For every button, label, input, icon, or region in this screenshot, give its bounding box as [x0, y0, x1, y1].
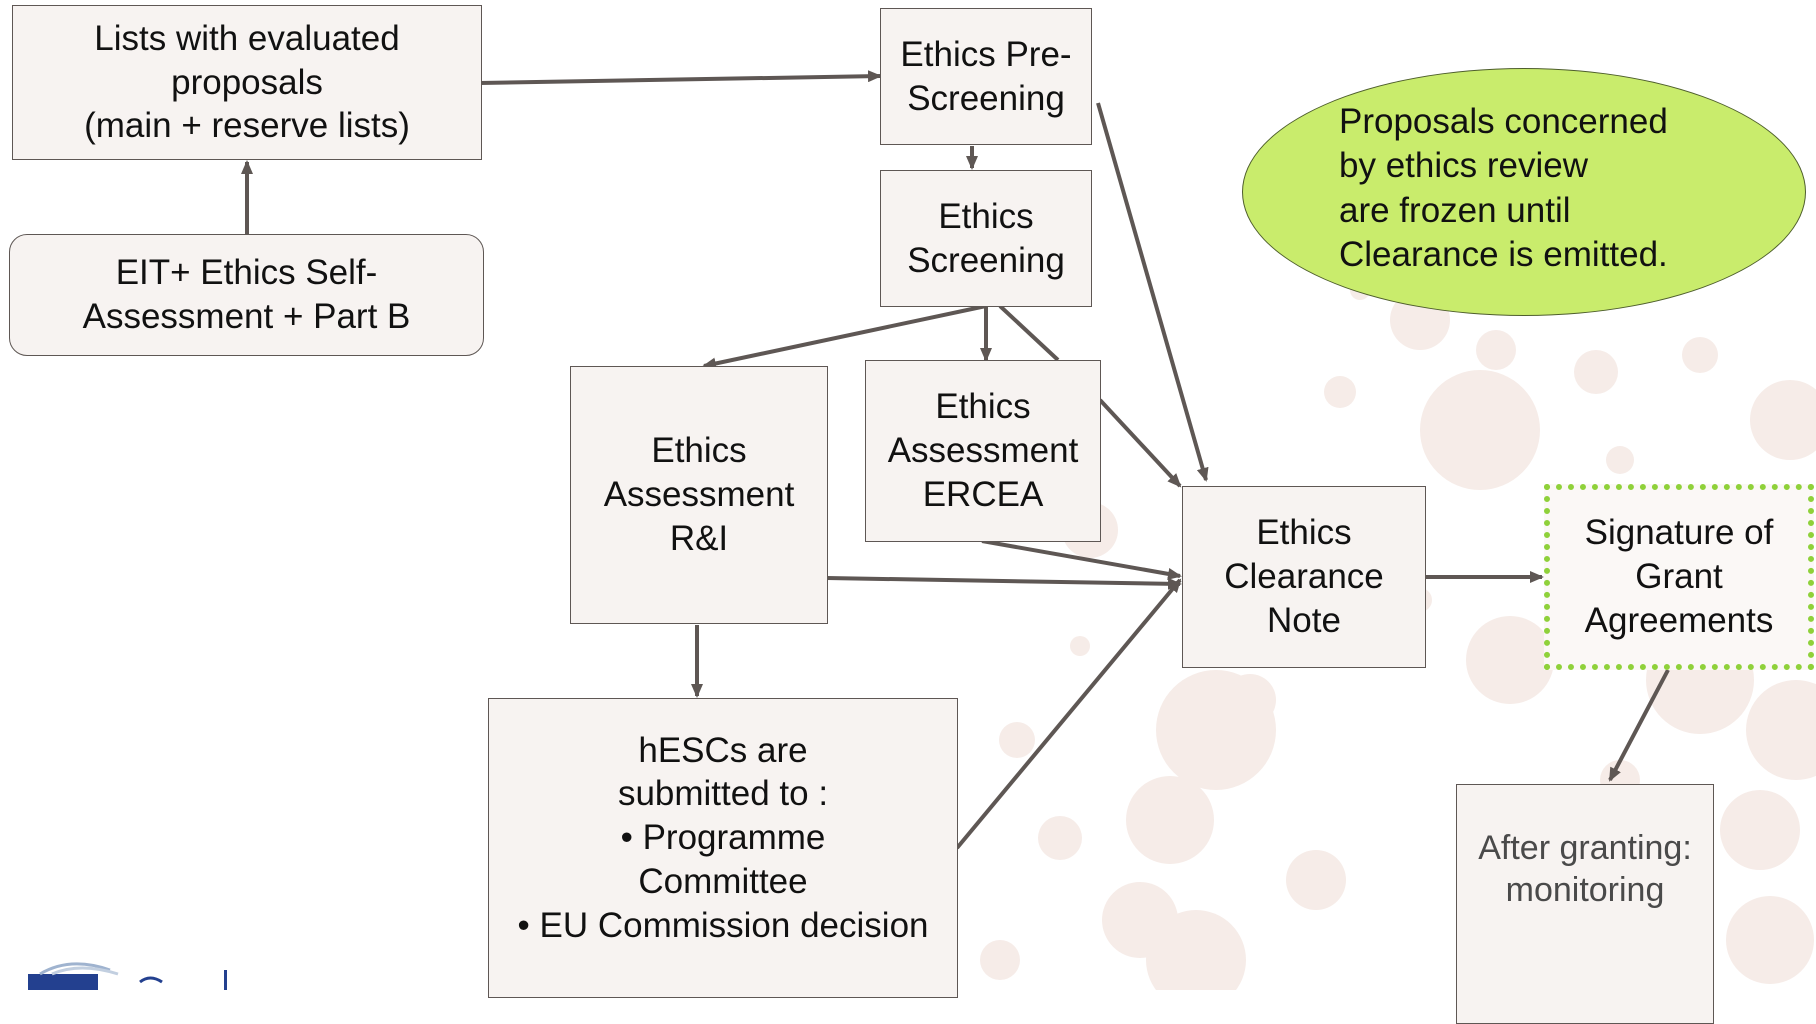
callout-frozen-proposals: Proposals concerned by ethics review are…	[1339, 102, 1668, 275]
hescs-title: hESCs are submitted to :	[617, 730, 829, 814]
node-after-granting-monitoring: After granting: monitoring	[1456, 784, 1714, 1024]
node-signature-grant-agreements: Signature of Grant Agreements	[1544, 484, 1814, 670]
callout-oval	[1242, 68, 1806, 316]
node-ethics-clearance-note: Ethics Clearance Note	[1182, 486, 1426, 668]
hescs-item-commission-decision: • EU Commission decision	[517, 905, 929, 945]
node-ethics-assessment-ercea: Ethics Assessment ERCEA	[865, 360, 1101, 542]
node-ethics-screening: Ethics Screening	[880, 170, 1092, 307]
european-commission-logo	[28, 962, 227, 990]
node-ethics-pre-screening: Ethics Pre- Screening	[880, 8, 1092, 145]
background-dot-pattern	[980, 186, 1816, 990]
hescs-item-programme-committee: • Programme Committee	[620, 818, 826, 901]
node-evaluated-lists: Lists with evaluated proposals (main + r…	[12, 5, 482, 160]
node-hescs-submission: hESCs are submitted to : • Programme Com…	[488, 698, 958, 998]
node-ethics-assessment-ri: Ethics Assessment R&I	[570, 366, 828, 624]
node-ethics-self-assessment: EIT+ Ethics Self- Assessment + Part B	[9, 234, 484, 356]
